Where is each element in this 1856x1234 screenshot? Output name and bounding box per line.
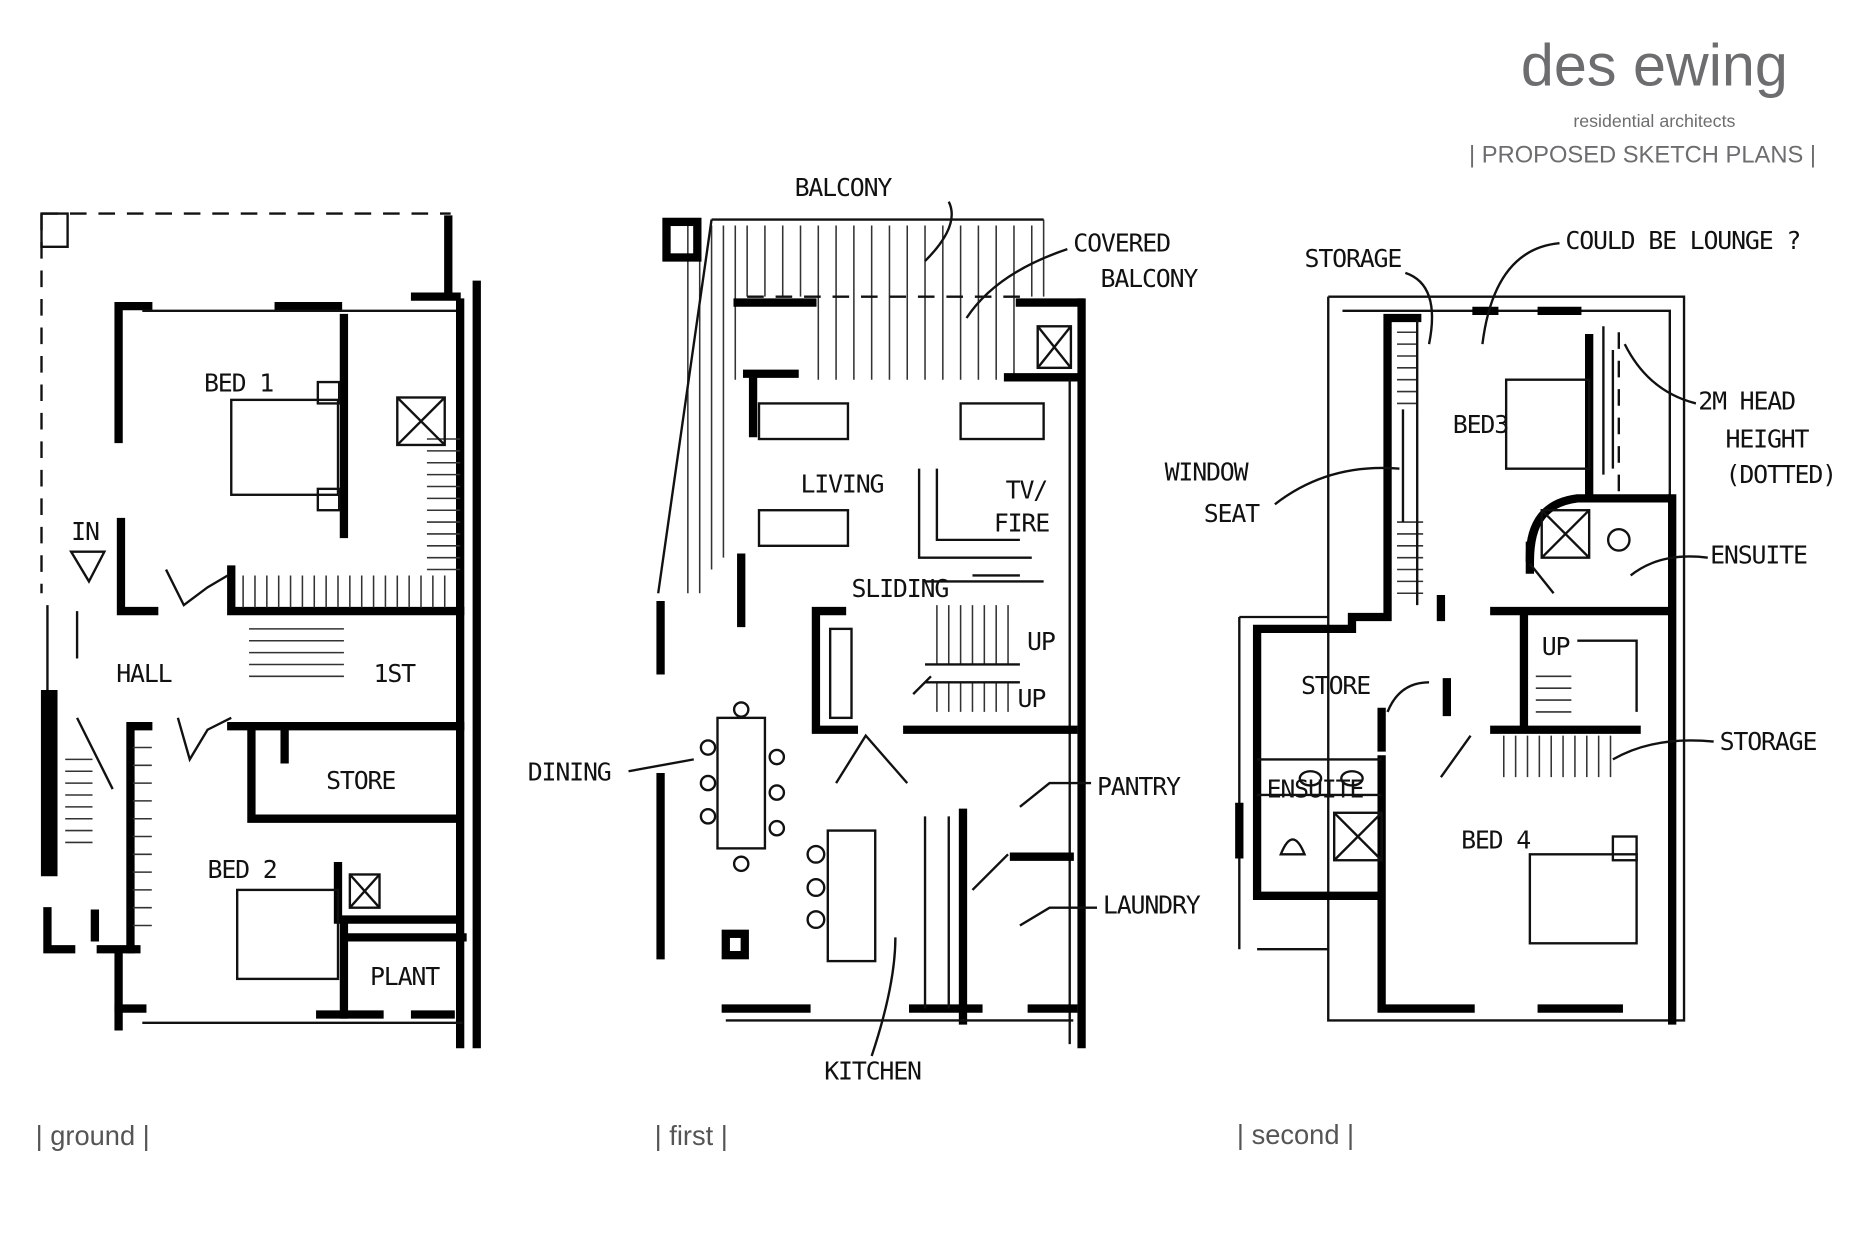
first-floor-plan: BALCONY COVERED BALCONY LIVING TV/ FIRE … [528, 173, 1202, 1086]
label-covered-balcony-line1: COVERED [1073, 229, 1170, 258]
label-stair-up: UP [1542, 632, 1570, 661]
room-label-store: STORE [1301, 671, 1370, 700]
room-label-bed1: BED 1 [204, 369, 273, 398]
label-ensuite-right: ENSUITE [1710, 541, 1807, 570]
label-stair-up-2: UP [1018, 684, 1046, 713]
label-storage-right: STORAGE [1720, 727, 1817, 756]
room-label-kitchen: KITCHEN [824, 1057, 921, 1086]
label-sliding: SLIDING [852, 574, 949, 603]
brand-tagline: residential architects [1573, 111, 1735, 131]
room-label-plant: PLANT [370, 962, 440, 991]
room-label-laundry: LAUNDRY [1103, 891, 1201, 920]
entry-label: IN [71, 517, 99, 546]
label-balcony: BALCONY [795, 173, 893, 202]
room-label-pantry: PANTRY [1097, 772, 1181, 801]
room-label-bed4: BED 4 [1461, 825, 1530, 854]
label-window-seat-line2: SEAT [1204, 499, 1260, 528]
label-head-height-line1: 2M HEAD [1698, 386, 1795, 415]
room-label-bed3: BED3 [1453, 410, 1508, 439]
brand-name: des ewing [1521, 31, 1788, 98]
plan-caption-second: | second | [1237, 1119, 1354, 1150]
label-head-height-line2: HEIGHT [1726, 424, 1810, 453]
label-storage-top: STORAGE [1305, 244, 1402, 273]
plan-caption-first: | first | [655, 1120, 728, 1151]
label-stair-up-1: UP [1027, 627, 1055, 656]
label-covered-balcony-line2: BALCONY [1101, 264, 1199, 293]
plan-caption-ground: | ground | [36, 1120, 150, 1151]
stair-label-1st: 1ST [374, 659, 417, 688]
second-floor-plan: STORAGE COULD BE LOUNGE ? BED3 2M HEAD H… [1165, 226, 1837, 1025]
room-label-bed2: BED 2 [208, 855, 277, 884]
room-label-dining: DINING [528, 758, 611, 787]
label-tv-fire-line2: FIRE [994, 509, 1049, 538]
sheet-title: | PROPOSED SKETCH PLANS | [1469, 143, 1816, 169]
label-could-be-lounge: COULD BE LOUNGE ? [1565, 226, 1800, 255]
room-label-store: STORE [326, 766, 395, 795]
ground-floor-plan: BED 1 IN HALL 1ST STORE BED 2 PLANT [40, 212, 481, 1049]
room-label-hall: HALL [116, 659, 171, 688]
label-tv-fire-line1: TV/ [1006, 475, 1048, 504]
label-ensuite-left: ENSUITE [1267, 774, 1364, 803]
label-window-seat-line1: WINDOW [1165, 458, 1249, 487]
room-label-living: LIVING [801, 469, 884, 498]
label-head-height-line3: (DOTTED) [1726, 460, 1836, 489]
brand-logo: des ewing residential architects [1521, 31, 1788, 131]
